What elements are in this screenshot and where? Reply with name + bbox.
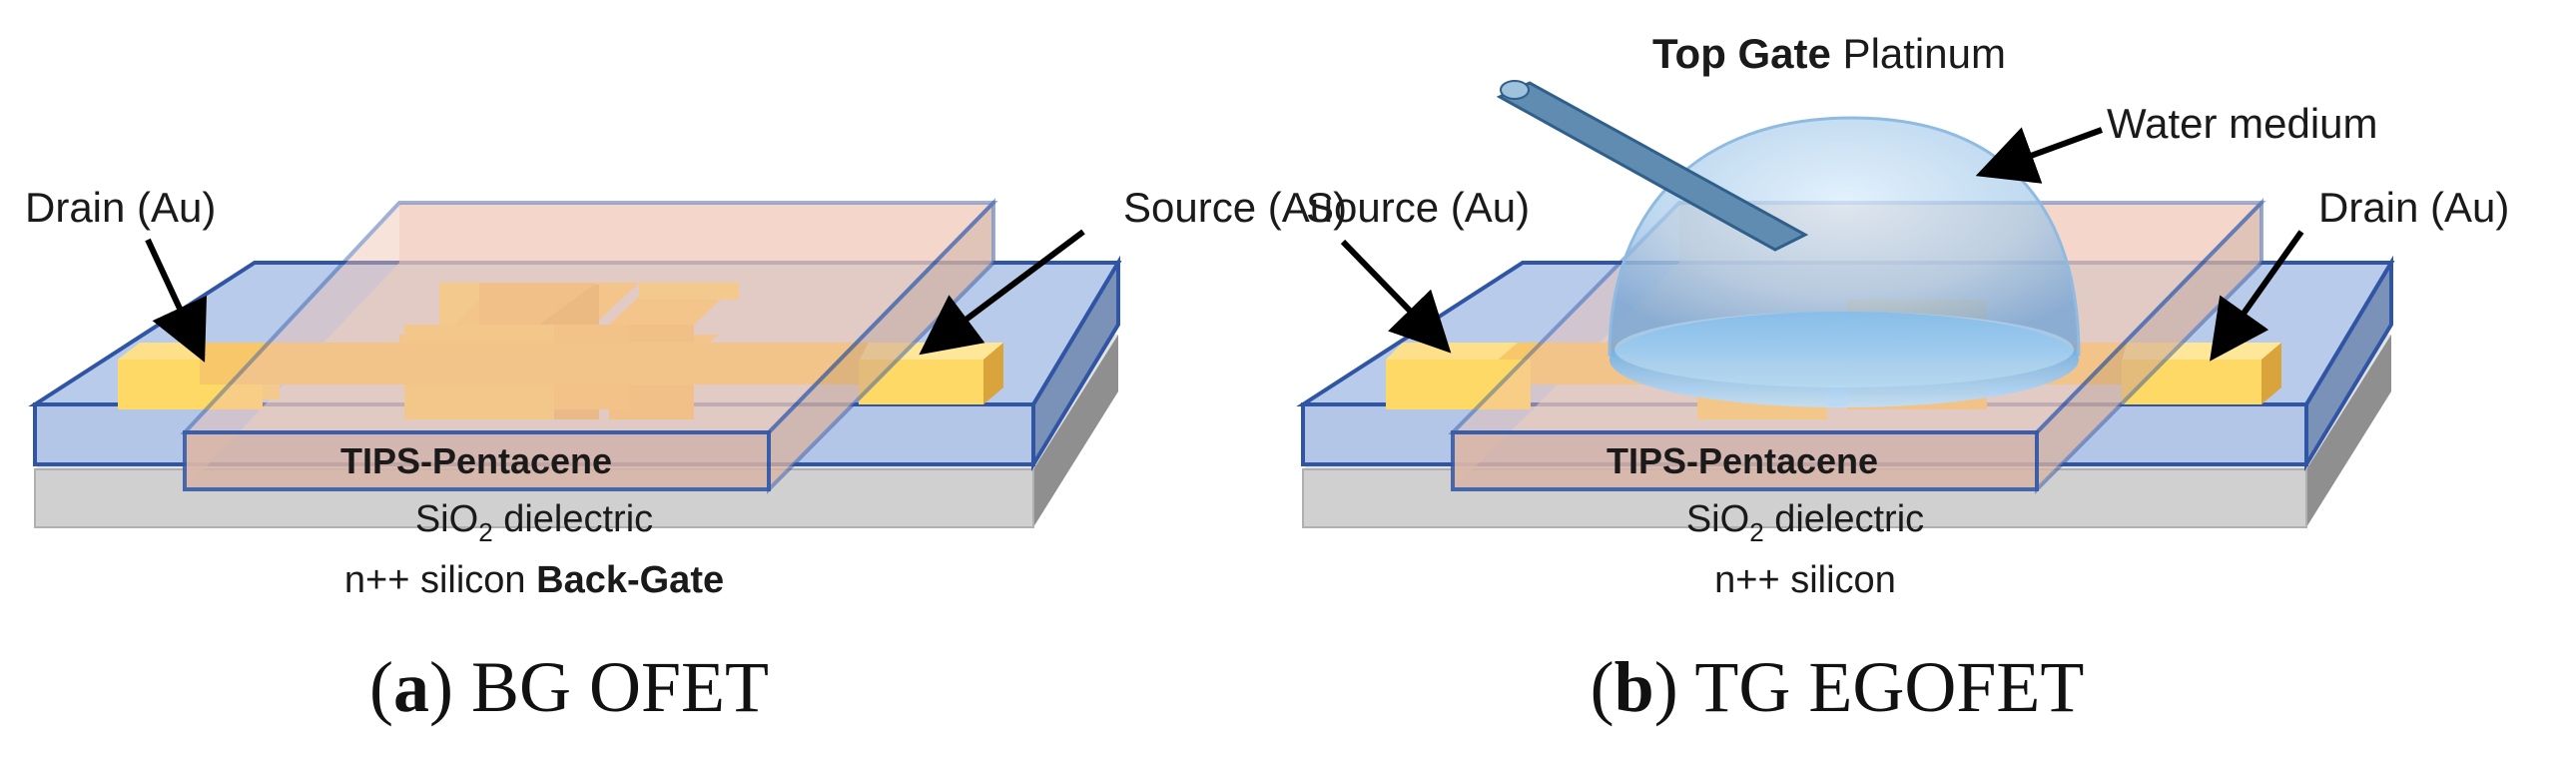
source-arrow	[919, 229, 1085, 356]
dielectric-label: SiO2 dielectric	[1686, 498, 1924, 547]
source-label: Source (Au)	[1123, 184, 1347, 231]
semiconductor-label: TIPS-Pentacene	[1607, 440, 1878, 481]
water-label: Water medium	[2107, 100, 2378, 147]
dielectric-label: SiO2 dielectric	[415, 498, 653, 547]
drain-label: Drain (Au)	[2318, 184, 2509, 231]
panel-b-tg-egofet: TIPS-Pentacene SiO2 dielectric n++ silic…	[1296, 30, 2509, 727]
top-gate-label: Top Gate Platinum	[1652, 30, 2006, 77]
water-droplet	[1608, 116, 2081, 407]
semiconductor-label: TIPS-Pentacene	[340, 440, 612, 481]
caption-b: (b) TG EGOFET	[1591, 647, 2085, 727]
tips-pentacene-block	[180, 198, 998, 494]
gold-electrodes	[118, 283, 1003, 419]
caption-a: (a) BG OFET	[369, 647, 769, 727]
source-label: Source (Au)	[1306, 184, 1530, 231]
substrate-label: n++ silicon Back-Gate	[344, 559, 724, 601]
water-arrow	[1975, 127, 2104, 184]
drain-label: Drain (Au)	[25, 184, 216, 231]
source-arrow	[1340, 239, 1452, 354]
panel-a-bg-ofet: TIPS-Pentacene SiO2 dielectric n++ silic…	[25, 184, 1347, 727]
drain-arrow	[2210, 230, 2304, 362]
drain-arrow	[145, 238, 207, 363]
substrate-label: n++ silicon	[1714, 559, 1896, 601]
top-gate-electrode	[1496, 80, 1809, 252]
